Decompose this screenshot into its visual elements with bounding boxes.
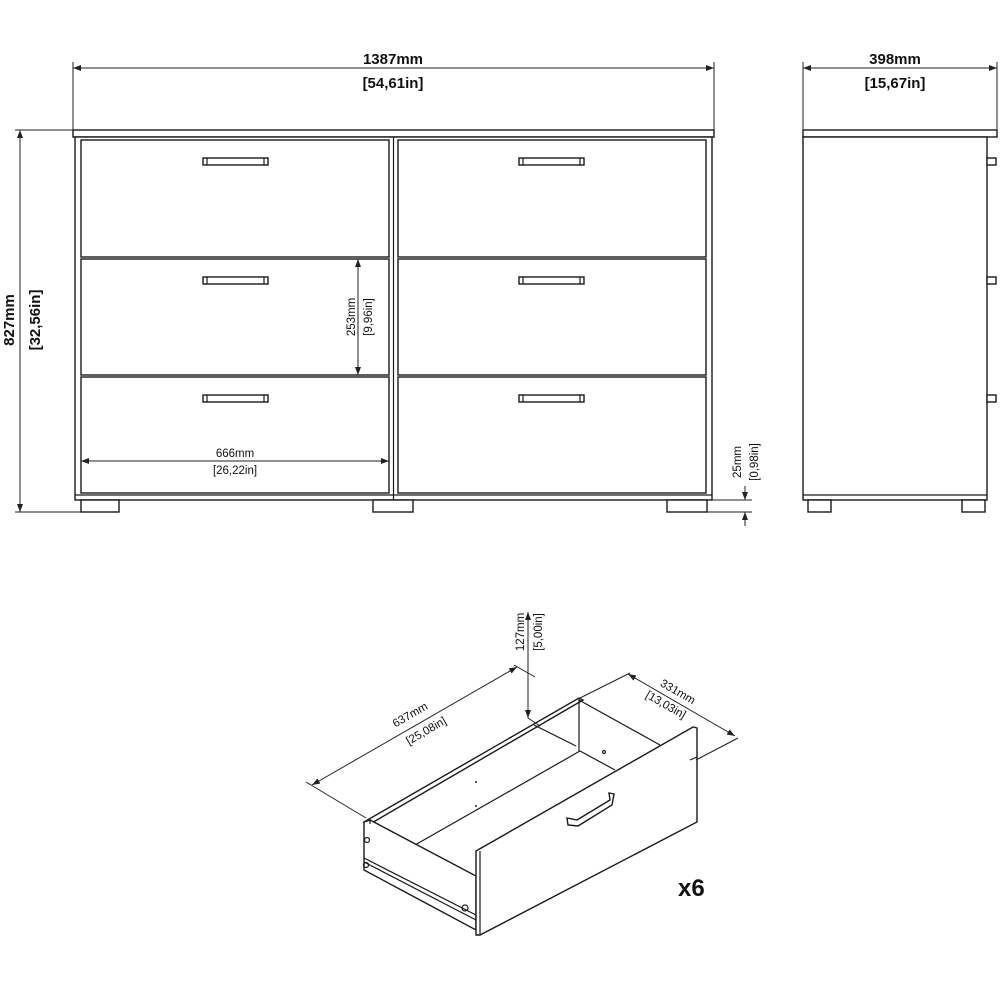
drawer-width-in-label: [26,22in]: [213, 465, 257, 477]
width-mm-label: 1387mm: [363, 51, 423, 68]
drawer-height-in-label: [9,96in]: [363, 298, 375, 336]
legs: [80, 499, 708, 513]
depth-in-label: [15,67in]: [865, 75, 926, 92]
drawer-handles: [202, 157, 585, 403]
front-view: 1387mm [54,61in] 827mm [32,56in] 253mm […: [1, 51, 761, 526]
depth-mm-label: 398mm: [869, 51, 921, 68]
drawer-isometric: 127mm [5,00in] 637mm [25,08in] 331mm [13…: [305, 612, 739, 936]
leg-height-mm-label: 25mm: [732, 446, 744, 478]
top-panel: [72, 129, 715, 138]
drawer-handle: [566, 792, 615, 827]
side-view: 398mm [15,67in]: [802, 51, 998, 513]
height-mm-label: 827mm: [1, 294, 18, 346]
drawer-height-in-label-iso: [5,00in]: [533, 613, 545, 651]
drawer-height-mm-label-iso: 127mm: [515, 613, 527, 651]
drawer-fronts: [80, 139, 707, 494]
drawer-height-mm-label: 253mm: [346, 298, 358, 336]
leg-height-in-label: [0,98in]: [749, 443, 761, 481]
quantity-label: x6: [678, 875, 705, 902]
height-in-label: [32,56in]: [27, 290, 44, 351]
drawer-width-mm-label: 666mm: [216, 448, 254, 460]
width-in-label: [54,61in]: [363, 75, 424, 92]
